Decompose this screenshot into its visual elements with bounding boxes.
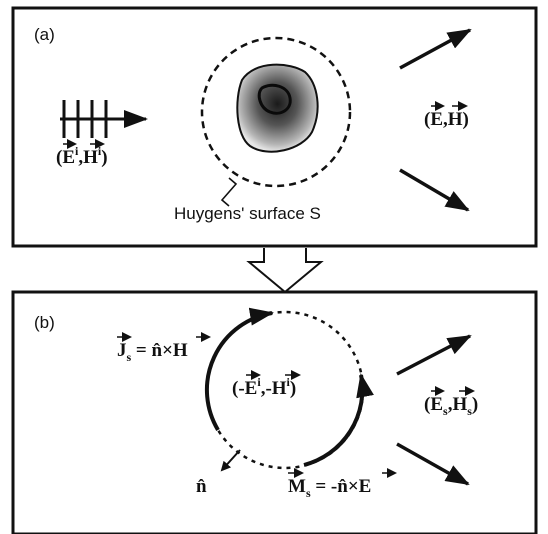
electric-current-arc [204,307,274,432]
huygens-surface-label: Huygens' surface S [174,204,321,223]
magnetic-current-arc [303,373,374,467]
panel-a-label: (a) [34,25,55,44]
outgoing-arrow-lower [399,168,470,212]
scattered-field-label: (Es,Hs) [424,394,478,418]
transition-arrow-icon [246,248,324,294]
outgoing-arrow-upper [399,28,472,70]
panel-b-frame [11,290,538,534]
incident-wave-icon [60,100,148,138]
interior-field-label: (-Ei,-Hi) [232,375,296,399]
electric-current-label: Js = n̂×H [117,340,188,364]
normal-label: n̂ [196,476,207,497]
panel-a: (a) (Ei,Hi) Huygens' surface S (E,H) [11,6,538,248]
incident-field-label: (Ei,Hi) [56,144,108,168]
scattered-arrow-lower [396,442,470,486]
scatterer-core [257,83,292,115]
panel-b-label: (b) [34,313,55,332]
magnetic-current-label: Ms = -n̂×E [288,476,371,500]
panel-a-frame [11,6,538,248]
scatterer-boundary [236,63,319,153]
total-field-label: (E,H) [424,109,469,130]
scattered-arrow-upper [396,334,472,376]
surface-leader-line [220,177,238,207]
normal-vector-arrow [220,449,241,472]
panel-b: (b) n̂ Js = n̂×H (-Ei,-Hi) Ms = -n̂×E [11,290,538,534]
huygens-surface [200,36,352,188]
